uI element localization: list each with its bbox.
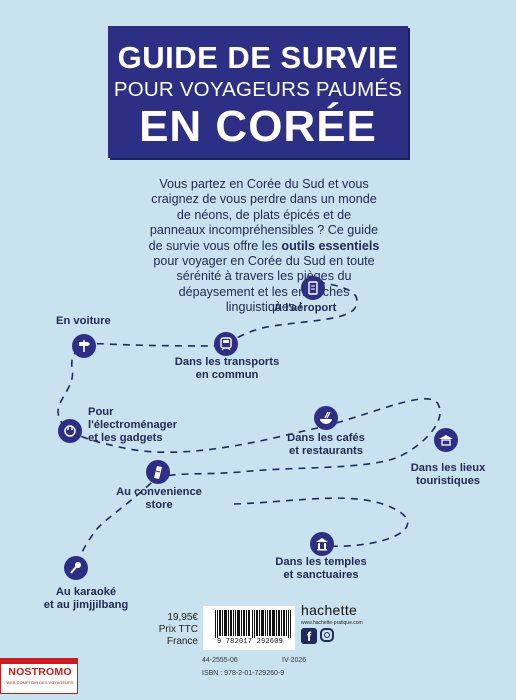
palace-icon: [434, 428, 458, 452]
isbn: ISBN : 978-2-01-729260-9: [202, 670, 285, 677]
title-banner: GUIDE DE SURVIE POUR VOYAGEURS PAUMÉS EN…: [108, 26, 408, 158]
temple-icon: [310, 532, 334, 556]
title-line-1: GUIDE DE SURVIE: [117, 40, 399, 75]
signpost-icon: [72, 334, 96, 358]
code-left: 44-2555-06: [202, 657, 238, 664]
instagram-icon: [320, 628, 334, 642]
metro-icon: [214, 332, 238, 356]
barcode: 9 782017 292609: [203, 606, 295, 650]
price-country: France: [166, 636, 198, 647]
ticket-icon: [301, 276, 325, 300]
microphone-icon: [64, 556, 88, 580]
publisher-url: www.hachette-pratique.com: [301, 620, 363, 626]
price-block: 19,95€ Prix TTC France: [156, 612, 198, 648]
stop-label-car: En voiture: [56, 315, 111, 327]
plug-icon: [58, 419, 82, 443]
sticker-name: NOSTROMO: [8, 666, 72, 678]
dishes-icon: [314, 406, 338, 430]
barcode-number: 9 782017 292609: [216, 638, 283, 646]
facebook-icon: f: [301, 628, 317, 644]
social-icons: f: [301, 628, 334, 644]
barcode-bars: [215, 610, 291, 638]
publisher-logo: hachette: [301, 602, 358, 618]
title-line-3: EN CORÉE: [139, 102, 377, 151]
back-cover-blurb: Vous partez en Corée du Sud et vous crai…: [148, 177, 380, 315]
stop-label-airport: À l'aéroport: [274, 302, 337, 314]
code-right: IV-2026: [282, 657, 307, 664]
price-value: 19,95€: [167, 612, 198, 623]
snack-icon: [146, 460, 170, 484]
sticker-stripe: [1, 659, 77, 664]
nostromo-sticker: NOSTROMO WEB COMPTOIR DES VOYAGEURS: [0, 658, 78, 694]
blurb-emphasis: outils essentiels: [281, 238, 380, 253]
price-note: Prix TTC: [158, 624, 198, 635]
sticker-tagline: WEB COMPTOIR DES VOYAGEURS: [6, 680, 74, 685]
title-line-2: POUR VOYAGEURS PAUMÉS: [113, 78, 403, 101]
